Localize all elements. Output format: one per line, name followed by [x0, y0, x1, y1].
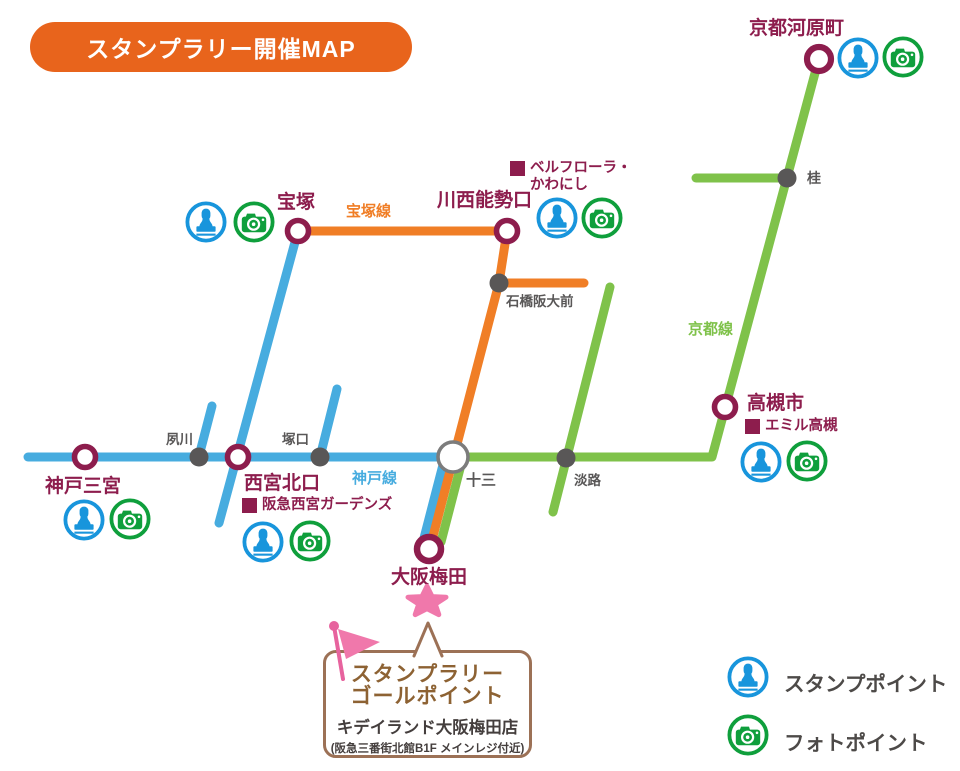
station-label-kyoto-kawaramachi: 京都河原町	[749, 18, 845, 39]
station-marker-nishinomiya-kitaguchi	[224, 443, 252, 471]
goal-store-detail: (阪急三番街北館B1F メインレジ付近)	[330, 742, 525, 755]
station-marker-katsura	[777, 168, 797, 188]
goal-heading-line1: スタンプラリー	[350, 663, 505, 686]
station-label-katsura: 桂	[807, 170, 821, 186]
camera-icon	[109, 498, 151, 540]
camera-icon	[581, 197, 623, 239]
station-marker-takarazuka	[284, 217, 312, 245]
map-title-badge: スタンプラリー開催MAP	[30, 22, 412, 72]
camera-icon	[786, 440, 828, 482]
goal-point-bubble: スタンプラリー ゴールポイント キデイランド大阪梅田店 (阪急三番街北館B1F …	[323, 650, 532, 758]
station-label-nishinomiya-kitaguchi: 西宮北口	[244, 473, 321, 494]
camera-icon	[289, 520, 331, 562]
station-marker-takatsuki-shi	[711, 393, 739, 421]
goal-store-name: キデイランド大阪梅田店	[336, 718, 519, 737]
station-label-ishibashi-handaimae: 石橋阪大前	[506, 294, 574, 309]
station-label-takatsuki-shi: 高槻市	[747, 393, 805, 414]
kobe-line-umeda-segment	[418, 456, 449, 547]
note-emil-takatsuki: エミル高槻	[745, 418, 838, 435]
legend-stamp-icon	[727, 656, 769, 698]
itami-line-stub	[315, 384, 342, 462]
station-marker-tsukaguchi	[310, 447, 330, 467]
stamp-icon	[536, 197, 578, 239]
note-bullet-icon	[510, 161, 525, 176]
goal-heading-line2: ゴールポイント	[350, 685, 505, 709]
note-line1: ベルフローラ・	[530, 160, 632, 176]
imazu-line	[214, 226, 303, 528]
station-marker-kawanishi-noseguchi	[493, 217, 521, 245]
line-label-kyoto: 京都線	[688, 321, 734, 338]
line-label-takarazuka: 宝塚線	[346, 203, 392, 220]
station-marker-shukugawa	[189, 447, 209, 467]
station-marker-kobe-sannomiya	[71, 443, 99, 471]
senri-line	[548, 282, 615, 517]
station-label-osaka-umeda: 大阪梅田	[391, 567, 468, 588]
station-label-juso: 十三	[466, 472, 497, 489]
koyo-line-stub	[194, 401, 217, 461]
camera-icon	[233, 201, 275, 243]
note-line2: かわにし	[530, 176, 588, 193]
station-marker-kyoto-kawaramachi	[803, 43, 835, 75]
station-label-awaji: 淡路	[574, 473, 601, 488]
station-marker-juso	[436, 440, 470, 474]
note-bullet-icon	[745, 419, 760, 434]
camera-icon	[882, 36, 924, 78]
kyoto-line-main	[447, 57, 823, 462]
stamp-icon	[63, 499, 105, 541]
station-marker-ishibashi-handaimae	[489, 273, 509, 293]
note-bellflora-kawanishi: ベルフローラ・ かわにし	[510, 160, 632, 193]
stamp-icon	[837, 37, 879, 79]
line-label-kobe: 神戸線	[352, 470, 398, 487]
note-hankyu-nishinomiya-gardens: 阪急西宮ガーデンズ	[242, 497, 392, 514]
legend-photo-label: フォトポイント	[784, 732, 928, 755]
station-label-takarazuka: 宝塚	[277, 192, 316, 213]
kyoto-line-umeda-segment	[436, 456, 467, 547]
stamp-icon	[185, 201, 227, 243]
station-label-tsukaguchi: 塚口	[282, 432, 309, 447]
legend-photo-icon	[727, 714, 769, 756]
station-label-kobe-sannomiya: 神戸三宮	[45, 476, 122, 497]
station-label-kawanishi-noseguchi: 川西能勢口	[437, 190, 533, 211]
stamp-icon	[242, 521, 284, 563]
station-label-shukugawa: 夙川	[166, 432, 193, 447]
station-marker-osaka-umeda	[413, 533, 445, 565]
station-marker-awaji	[556, 448, 576, 468]
stamp-icon	[740, 441, 782, 483]
legend-stamp-label: スタンプポイント	[784, 673, 948, 696]
note-bullet-icon	[242, 498, 257, 513]
